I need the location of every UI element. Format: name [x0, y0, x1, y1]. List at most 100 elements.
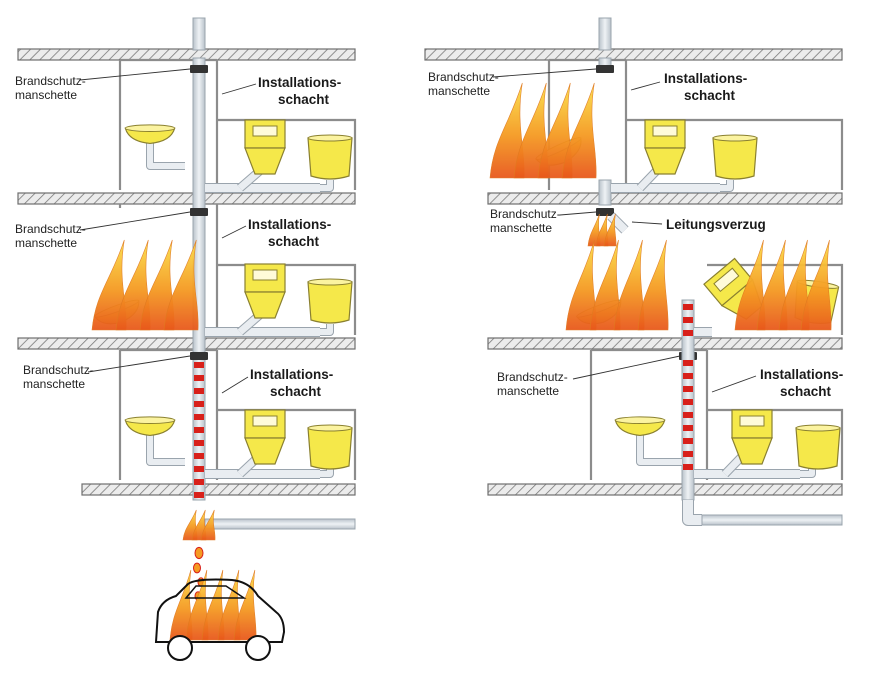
bathtub-body [795, 427, 841, 470]
heated-pipe-band [194, 375, 204, 381]
bathtub-body [712, 137, 758, 180]
toilet-bowl [244, 147, 286, 175]
toilet-bowl [644, 147, 686, 175]
leader-line [79, 211, 191, 231]
connection-pipe [147, 432, 185, 465]
shaft-wall [626, 118, 844, 190]
connection-pipe-outline [636, 432, 682, 466]
leader-line [79, 68, 191, 81]
connection-pipe [147, 140, 185, 169]
heated-pipe-band [194, 479, 204, 485]
sleeve-label-right-3: Brandschutz-manschette [497, 370, 568, 398]
toilet [244, 119, 286, 175]
bathtub-body [307, 427, 353, 470]
connection-pipe [320, 324, 333, 335]
washbasin [124, 416, 176, 436]
building-structure [17, 48, 844, 496]
flame [163, 239, 199, 331]
flame [800, 239, 832, 331]
heated-pipe-band [683, 360, 693, 366]
floor-slab [17, 337, 356, 350]
sleeve-label-right-1: Brandschutz-manschette [428, 70, 499, 98]
connection-pipe-outline [146, 432, 185, 466]
car-window [184, 585, 247, 599]
sleeve-label-right-2: Brandschutz-manschette [490, 207, 561, 235]
floor-slab [487, 192, 843, 205]
floor-slab [17, 48, 356, 61]
heated-pipe-band [683, 464, 693, 470]
toilet-flush-plate [252, 269, 278, 281]
bathtub-body [307, 281, 353, 324]
washbasin [124, 124, 176, 144]
leader-line [221, 376, 249, 394]
bathtub-rim [307, 134, 353, 142]
fire-sleeve [596, 65, 614, 73]
heated-pipe-band [683, 451, 693, 457]
toilet-flush-plate [739, 415, 765, 427]
toilet-flush-plate [252, 415, 278, 427]
heated-pipe-band [683, 373, 693, 379]
floor-slab [487, 337, 843, 350]
heated-pipe-band [683, 317, 693, 323]
bathtub-rim [712, 134, 758, 142]
heated-pipe-band [683, 386, 693, 392]
bathtub [307, 134, 353, 180]
fire-effects [91, 82, 832, 661]
label-leaders [79, 68, 757, 394]
floor-slab [17, 192, 356, 205]
heated-pipe-band [194, 362, 204, 368]
car-wheel [167, 635, 193, 661]
leader-line [492, 68, 597, 78]
connection-pipe [320, 180, 333, 191]
washbasin-bowl [124, 127, 176, 144]
flame [200, 509, 216, 541]
fire-sleeve [190, 208, 208, 216]
sleeve-label-left-2: Brandschutz-manschette [15, 222, 86, 250]
leader-line [559, 211, 597, 216]
heated-pipe-band [194, 401, 204, 407]
bathtub [795, 424, 841, 470]
washbasin-bowl [614, 419, 666, 436]
bathtub [307, 278, 353, 324]
sleeve-label-left-3: Brandschutz-manschette [23, 363, 94, 391]
leader-line [221, 83, 257, 95]
car-body [154, 578, 286, 643]
heated-pipe-band [683, 438, 693, 444]
toilet-bowl [244, 291, 286, 319]
burning-drip [194, 546, 204, 560]
toilet [244, 409, 286, 465]
connection-pipe [608, 213, 628, 233]
vertical-pipe [192, 17, 206, 51]
washbasin-rim [124, 124, 176, 132]
leader-line [221, 225, 247, 239]
heated-pipe-band [683, 412, 693, 418]
toilet-bowl [731, 437, 773, 465]
leader-line [630, 81, 661, 91]
washbasin-rim [614, 416, 666, 424]
toilet-flush-plate [652, 125, 678, 137]
vertical-pipe [192, 57, 206, 501]
shaft-wall [707, 263, 844, 335]
vertical-pipe [598, 179, 612, 206]
heated-pipe-band [194, 388, 204, 394]
shaft-label-left-3: Installations-schacht [250, 367, 334, 399]
connection-pipe [637, 432, 682, 465]
toilet [644, 119, 686, 175]
leader-line [711, 375, 757, 393]
flame [561, 82, 597, 179]
toilet [244, 263, 286, 319]
car-wheel [245, 635, 271, 661]
fire-sleeve [190, 352, 208, 360]
burning-drip [193, 562, 201, 574]
horizontal-pipe [701, 514, 843, 526]
bathtub [712, 134, 758, 180]
bathtub [307, 424, 353, 470]
fire-sleeve [596, 208, 614, 216]
washbasin-rim [124, 416, 176, 424]
car [154, 578, 286, 661]
toilet-flush-plate [713, 267, 740, 293]
sanitary-fixtures [93, 119, 841, 470]
leader-line [87, 355, 191, 373]
